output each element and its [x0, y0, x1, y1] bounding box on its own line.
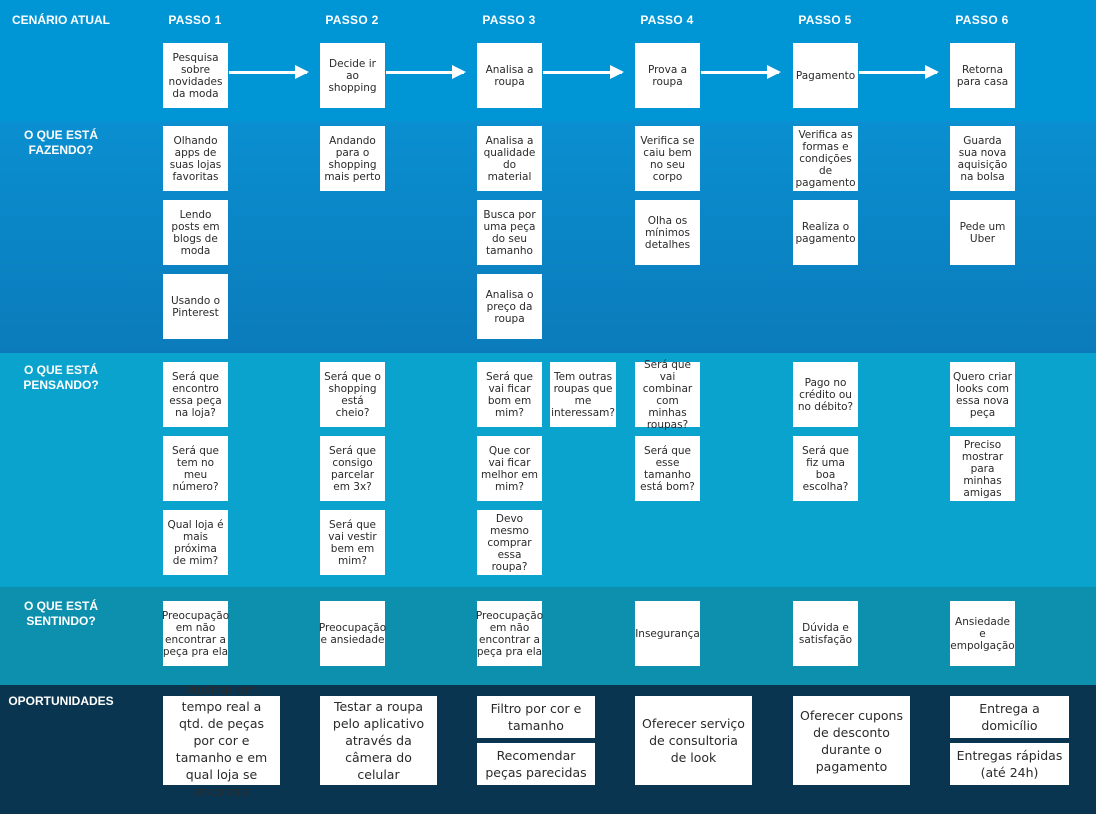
row-label-thinking: O QUE ESTÁ PENSANDO? [23, 363, 99, 392]
current-card-4: Prova a roupa [635, 43, 700, 108]
doing-card-3-1: Analisa a qualidade do material [477, 126, 542, 191]
feeling-card-6: Ansiedade e empolgação [950, 601, 1015, 666]
row-label-opportunities: OPORTUNIDADES [8, 694, 114, 708]
thinking-card-2-1: Será que o shopping está cheio? [320, 362, 385, 427]
current-card-3: Analisa a roupa [477, 43, 542, 108]
flow-arrow-1 [229, 65, 309, 79]
opportunity-card-3-2: Recomendar peças parecidas [477, 743, 595, 785]
step-title-3: PASSO 3 [482, 13, 536, 27]
flow-arrow-5 [859, 65, 939, 79]
opportunity-card-3-1: Filtro por cor e tamanho [477, 696, 595, 738]
step-title-4: PASSO 4 [640, 13, 694, 27]
doing-card-4-2: Olha os mínimos detalhes [635, 200, 700, 265]
current-card-5: Pagamento [793, 43, 858, 108]
thinking-card-2-2: Será que consigo parcelar em 3x? [320, 436, 385, 501]
doing-card-6-2: Pede um Uber [950, 200, 1015, 265]
opportunity-card-4: Oferecer serviço de consultoria de look [635, 696, 752, 785]
opportunity-card-1: Mostrar em tempo real a qtd. de peças po… [163, 682, 280, 799]
row-label-current: CENÁRIO ATUAL [12, 13, 110, 27]
thinking-card-1-2: Será que tem no meu número? [163, 436, 228, 501]
current-card-1: Pesquisa sobre novidades da moda [163, 43, 228, 108]
thinking-card-6-2: Preciso mostrar para minhas amigas [950, 436, 1015, 501]
thinking-card-3-1: Será que vai ficar bom em mim? [477, 362, 542, 427]
current-card-6: Retorna para casa [950, 43, 1015, 108]
opportunity-card-2: Testar a roupa pelo aplicativo através d… [320, 696, 437, 785]
thinking-card-4-2: Será que esse tamanho está bom? [635, 436, 700, 501]
opportunity-card-5: Oferecer cupons de desconto durante o pa… [793, 696, 910, 785]
doing-card-5-2: Realiza o pagamento [793, 200, 858, 265]
thinking-card-1-3: Qual loja é mais próxima de mim? [163, 510, 228, 575]
doing-card-2-1: Andando para o shopping mais perto [320, 126, 385, 191]
doing-card-1-1: Olhando apps de suas lojas favoritas [163, 126, 228, 191]
thinking-card-2-3: Será que vai vestir bem em mim? [320, 510, 385, 575]
flow-arrow-2 [386, 65, 466, 79]
doing-card-6-1: Guarda sua nova aquisição na bolsa [950, 126, 1015, 191]
doing-card-3-2: Busca por uma peça do seu tamanho [477, 200, 542, 265]
step-title-5: PASSO 5 [798, 13, 852, 27]
doing-card-4-1: Verifica se caiu bem no seu corpo [635, 126, 700, 191]
feeling-card-4: Insegurança [635, 601, 700, 666]
feeling-card-2: Preocupação e ansiedade [319, 601, 386, 666]
step-title-1: PASSO 1 [168, 13, 222, 27]
thinking-card-1-1: Será que encontro essa peça na loja? [163, 362, 228, 427]
thinking-card-4-1: Será que vai combinar com minhas roupas? [635, 359, 700, 431]
flow-arrow-3 [543, 65, 624, 79]
feeling-card-3: Preocupação em não encontrar a peça pra … [476, 601, 543, 666]
thinking-card-3-2: Que cor vai ficar melhor em mim? [477, 436, 542, 501]
doing-card-1-2: Lendo posts em blogs de moda [163, 200, 228, 265]
row-label-doing: O QUE ESTÁ FAZENDO? [23, 128, 98, 157]
opportunity-card-6-2: Entregas rápidas (até 24h) [950, 743, 1069, 785]
doing-card-3-3: Analisa o preço da roupa [477, 274, 542, 339]
current-card-2: Decide ir ao shopping [320, 43, 385, 108]
feeling-card-1: Preocupação em não encontrar a peça pra … [162, 601, 229, 666]
doing-card-1-3: Usando o Pinterest [163, 274, 228, 339]
step-title-6: PASSO 6 [955, 13, 1009, 27]
opportunity-card-6-1: Entrega a domicílio [950, 696, 1069, 738]
feeling-card-5: Dúvida e satisfação [793, 601, 858, 666]
flow-arrow-4 [701, 65, 781, 79]
thinking-card-3-3: Devo mesmo comprar essa roupa? [477, 510, 542, 575]
thinking-card-3-extra: Tem outras roupas que me interessam? [550, 362, 616, 427]
thinking-card-5-2: Será que fiz uma boa escolha? [793, 436, 858, 501]
step-title-2: PASSO 2 [325, 13, 379, 27]
row-label-feeling: O QUE ESTÁ SENTINDO? [23, 599, 98, 628]
doing-card-5-1: Verifica as formas e condições de pagame… [793, 126, 858, 191]
thinking-card-5-1: Pago no crédito ou no débito? [793, 362, 858, 427]
thinking-card-6-1: Quero criar looks com essa nova peça [950, 362, 1015, 427]
